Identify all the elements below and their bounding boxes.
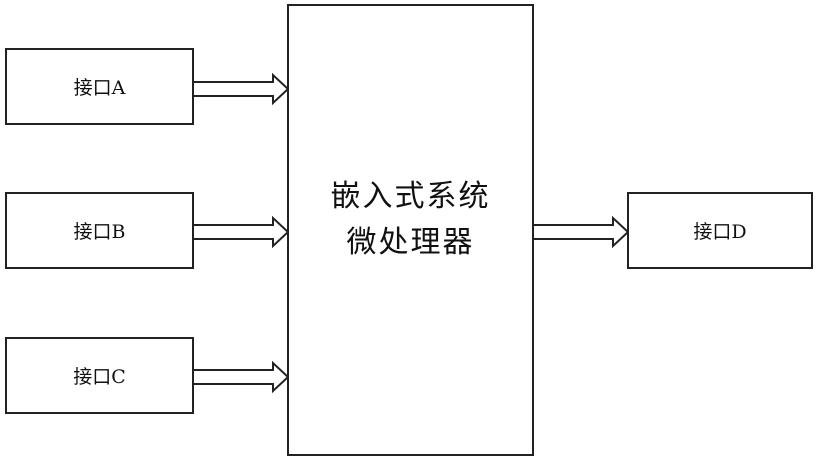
interface-c-label: 接口C — [73, 362, 126, 389]
interface-b-box: 接口B — [5, 192, 194, 269]
interface-b-label: 接口B — [74, 217, 126, 244]
arrow-a-to-processor — [193, 75, 288, 103]
arrow-c-to-processor — [193, 363, 288, 391]
processor-box: 嵌入式系统 微处理器 — [287, 4, 534, 456]
interface-d-label: 接口D — [693, 217, 746, 244]
interface-a-label: 接口A — [74, 73, 126, 100]
interface-a-box: 接口A — [5, 48, 194, 125]
arrow-b-to-processor — [193, 218, 288, 246]
arrow-processor-to-d — [533, 218, 628, 246]
interface-c-box: 接口C — [5, 337, 194, 414]
interface-d-box: 接口D — [627, 192, 813, 269]
processor-label-line2: 微处理器 — [347, 220, 475, 266]
processor-label-line1: 嵌入式系统 — [331, 174, 491, 220]
